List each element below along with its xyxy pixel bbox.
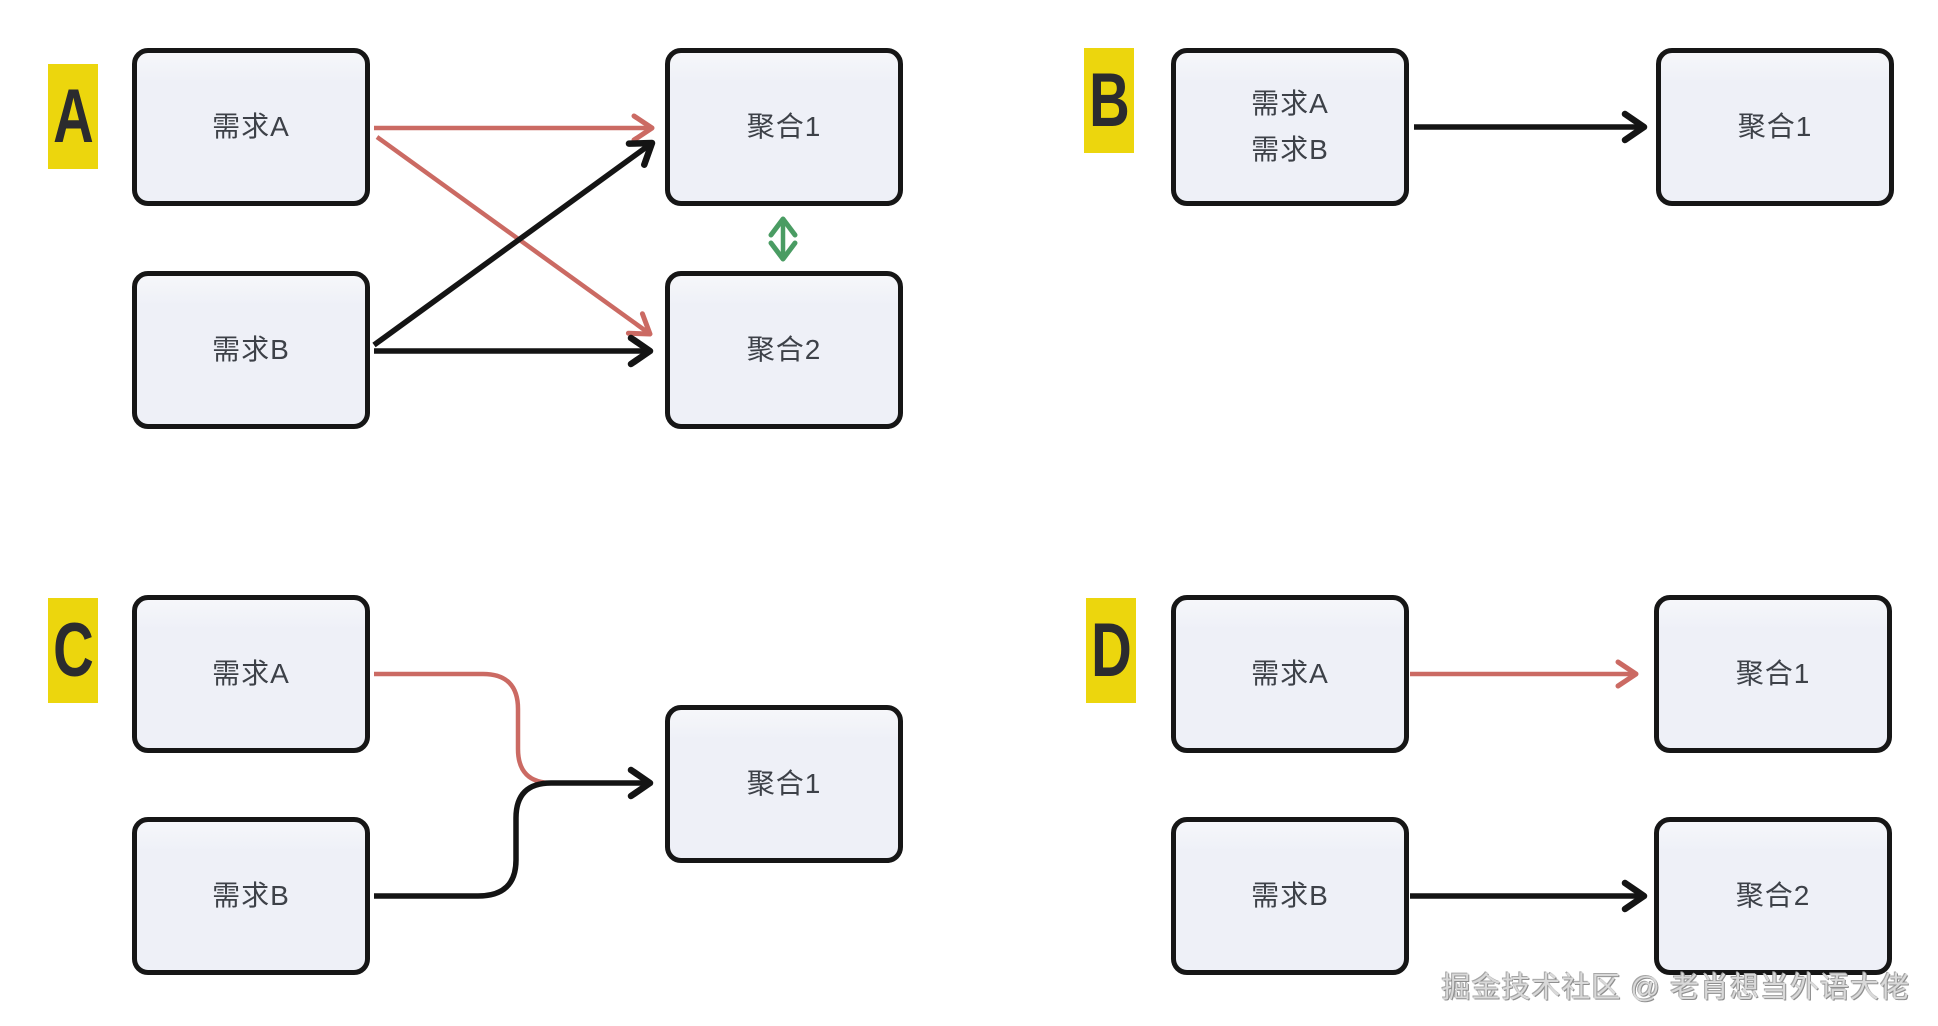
panel-d-node-agg-2: 聚合2 [1654,817,1892,975]
arrow-a-reqA-to-agg2-red-diagonal [375,135,653,337]
panel-c-node-req-a-label: 需求A [212,658,290,689]
arrow-c-reqA-merge-red-elbow [374,671,553,786]
panel-d-badge: D [1086,598,1136,703]
panel-d-node-req-a: 需求A [1171,595,1409,753]
panel-c-node-req-a: 需求A [132,595,370,753]
panel-b-badge-letter: B [1088,57,1130,143]
panel-c-node-req-b-label: 需求B [212,880,290,911]
panel-b-node-req-ab-line1: 需求A [1251,88,1329,119]
panel-c-node-req-b: 需求B [132,817,370,975]
panel-d-node-req-a-label: 需求A [1251,658,1329,689]
panel-a-node-req-a: 需求A [132,48,370,206]
panel-a-node-agg-1-label: 聚合1 [746,111,822,142]
panel-a-badge-letter: A [52,73,94,159]
panel-a-node-req-a-label: 需求A [212,111,290,142]
watermark: 掘金技术社区 @ 老肖想当外语大佬 [1441,972,1910,1004]
panel-c-node-agg-1-label: 聚合1 [746,768,822,799]
panel-b-badge: B [1084,48,1134,153]
panel-d-node-req-b-label: 需求B [1251,880,1329,911]
panel-c-badge: C [48,598,98,703]
panel-a-badge: A [48,64,98,169]
panel-b-node-agg-1-label: 聚合1 [1737,111,1813,142]
panel-d-node-agg-1-label: 聚合1 [1735,658,1811,689]
arrow-c-reqB-merge-to-agg1-black-elbow [374,766,654,899]
panel-c-badge-letter: C [52,607,94,693]
panel-a-node-agg-2: 聚合2 [665,271,903,429]
panel-a-node-agg-1: 聚合1 [665,48,903,206]
panel-d-node-agg-2-label: 聚合2 [1735,880,1811,911]
panel-d-node-req-b: 需求B [1171,817,1409,975]
panel-a-node-agg-2-label: 聚合2 [746,334,822,365]
panel-c-node-agg-1: 聚合1 [665,705,903,863]
panel-d-node-agg-1: 聚合1 [1654,595,1892,753]
arrow-a-reqB-to-agg1-black-diagonal [372,139,656,348]
panel-b-node-req-ab: 需求A 需求B [1171,48,1409,206]
panel-b-node-agg-1: 聚合1 [1656,48,1894,206]
panel-a-node-req-b-label: 需求B [212,334,290,365]
panel-b-node-req-ab-line2: 需求B [1251,134,1329,165]
panel-d-badge-letter: D [1090,607,1132,693]
panel-a-node-req-b: 需求B [132,271,370,429]
